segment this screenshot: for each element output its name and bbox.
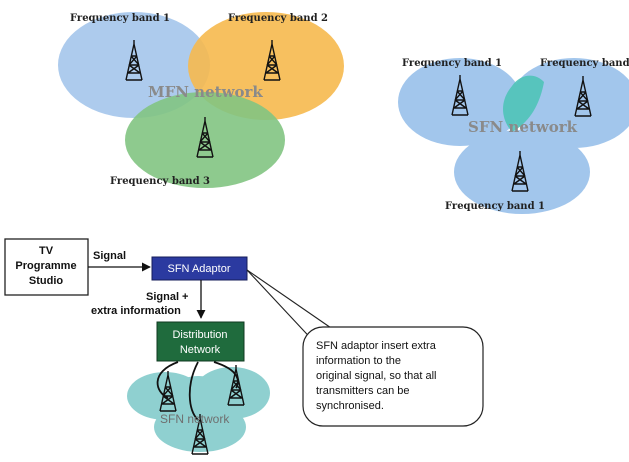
mfn-band3-cell bbox=[125, 92, 285, 188]
mfn-band2-label: Frequency band 2 bbox=[228, 13, 328, 24]
sfn-overlap-zone bbox=[503, 75, 544, 132]
mfn-band2-cell bbox=[188, 12, 344, 120]
mfn-band1-label: Frequency band 1 bbox=[70, 13, 170, 24]
mfn-band3-label: Frequency band 3 bbox=[110, 176, 210, 187]
callout-pointer-1 bbox=[246, 269, 335, 331]
callout-line-5: synchronised. bbox=[316, 400, 384, 412]
callout-line-2: information to the bbox=[316, 355, 401, 367]
bottom-network-label: SFN network bbox=[160, 412, 230, 426]
signal-label: Signal bbox=[93, 250, 126, 262]
tv-studio-box bbox=[4, 238, 89, 296]
sfn-band-bottom-label: Frequency band 1 bbox=[445, 201, 545, 212]
callout-line-3: original signal, so that all bbox=[316, 370, 436, 382]
signal-plus-label-1: Signal + bbox=[146, 291, 189, 303]
sfn-network-diagram: Frequency band 1 Frequency band 1 Freque… bbox=[398, 58, 629, 214]
bottom-sfn-cloud bbox=[127, 367, 270, 452]
sfn-band-right-label: Frequency band 1 bbox=[540, 58, 629, 69]
callout-line-4: transmitters can be bbox=[316, 385, 410, 397]
distribution-label-1: Distribution bbox=[172, 329, 227, 341]
mfn-network-diagram: Frequency band 1 Frequency band 2 Freque… bbox=[58, 12, 344, 188]
sfn-band-left-label: Frequency band 1 bbox=[402, 58, 502, 69]
signal-plus-label-2: extra information bbox=[91, 305, 181, 317]
sfn-adaptor-box bbox=[151, 256, 248, 281]
tv-studio-label-2: Programme bbox=[15, 260, 76, 272]
sfn-network-label: SFN network bbox=[468, 118, 578, 136]
callout-pointer-2 bbox=[246, 269, 319, 347]
callout-line-1: SFN adaptor insert extra bbox=[316, 340, 437, 352]
distribution-label-2: Network bbox=[180, 344, 221, 356]
mfn-network-label: MFN network bbox=[148, 83, 263, 101]
link-curve-bottom bbox=[188, 361, 199, 421]
sfn-flow-diagram: TV Programme Studio Signal SFN Adaptor S… bbox=[4, 238, 484, 455]
sfn-cell-left bbox=[398, 58, 522, 146]
tv-studio-label-1: TV bbox=[39, 245, 54, 257]
callout-box bbox=[302, 326, 484, 427]
sfn-adaptor-label: SFN Adaptor bbox=[168, 263, 231, 275]
tv-studio-label-3: Studio bbox=[29, 275, 63, 287]
distribution-network-box bbox=[156, 321, 245, 362]
